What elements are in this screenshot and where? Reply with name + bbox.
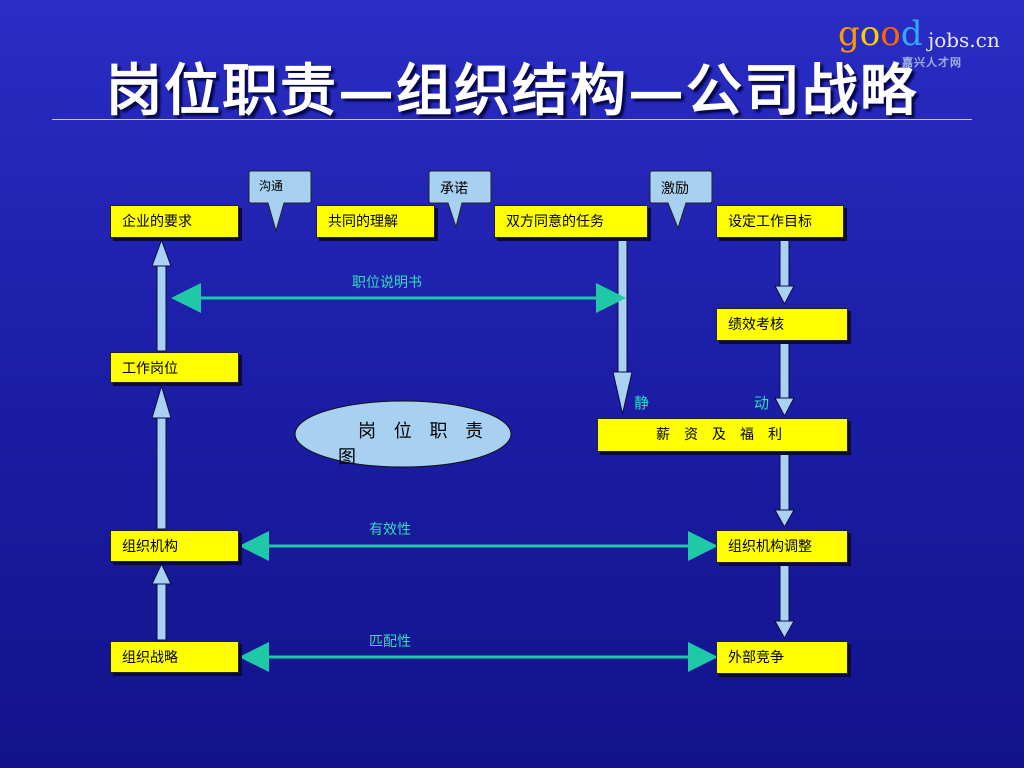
ellipse-text-line2: 图 <box>338 447 362 468</box>
callout-commitment: 承诺 <box>440 181 468 197</box>
box-org-adjustment: 组织机构调整 <box>716 530 848 563</box>
callout-shape-3 <box>649 170 713 230</box>
arrow-org-to-position <box>151 384 172 530</box>
box-set-goals: 设定工作目标 <box>716 205 844 238</box>
title-divider <box>52 119 972 120</box>
goodjobs-logo: good jobs.cn 嘉兴人才网 <box>838 14 1008 70</box>
box-external-competition: 外部竞争 <box>716 641 848 674</box>
callout-shape-2 <box>428 170 492 229</box>
arrow-org-adjust-to-competition <box>774 564 795 640</box>
box-enterprise-requirements: 企业的要求 <box>110 205 239 238</box>
box-performance-review: 绩效考核 <box>716 308 848 341</box>
arrow-goals-to-performance <box>774 239 795 306</box>
label-effectiveness: 有效性 <box>369 522 411 538</box>
logo-jobs-text: jobs.cn <box>928 28 1000 52</box>
logo-subtitle: 嘉兴人才网 <box>902 56 962 69</box>
job-responsibility-ellipse <box>294 400 512 468</box>
box-org-structure: 组织机构 <box>110 530 239 562</box>
arrow-strategy-to-org <box>151 562 172 641</box>
arrow-tasks-to-salary <box>612 239 633 415</box>
box-org-strategy: 组织战略 <box>110 641 239 673</box>
label-static: 静 <box>634 394 650 412</box>
callout-shape-1 <box>248 170 312 233</box>
box-agreed-tasks: 双方同意的任务 <box>494 205 648 238</box>
callout-motivation: 激励 <box>661 181 689 197</box>
slide-title: 岗位职责—组织结构—公司战略 <box>106 58 918 124</box>
box-salary-benefits: 薪 资 及 福 利 <box>597 418 848 452</box>
arrow-position-to-enterprise <box>151 238 172 352</box>
label-match: 匹配性 <box>369 634 411 650</box>
callout-communication: 沟通 <box>259 179 284 193</box>
arrow-salary-to-org-adjust <box>774 453 795 529</box>
box-job-position: 工作岗位 <box>110 352 239 383</box>
label-dynamic: 动 <box>754 394 770 412</box>
logo-good-text: good <box>838 14 923 54</box>
arrow-performance-to-salary <box>774 342 795 418</box>
ellipse-text-line1: 岗 位 职 责 <box>358 421 490 442</box>
box-common-understanding: 共同的理解 <box>316 205 435 238</box>
label-job-description: 职位说明书 <box>352 275 422 291</box>
